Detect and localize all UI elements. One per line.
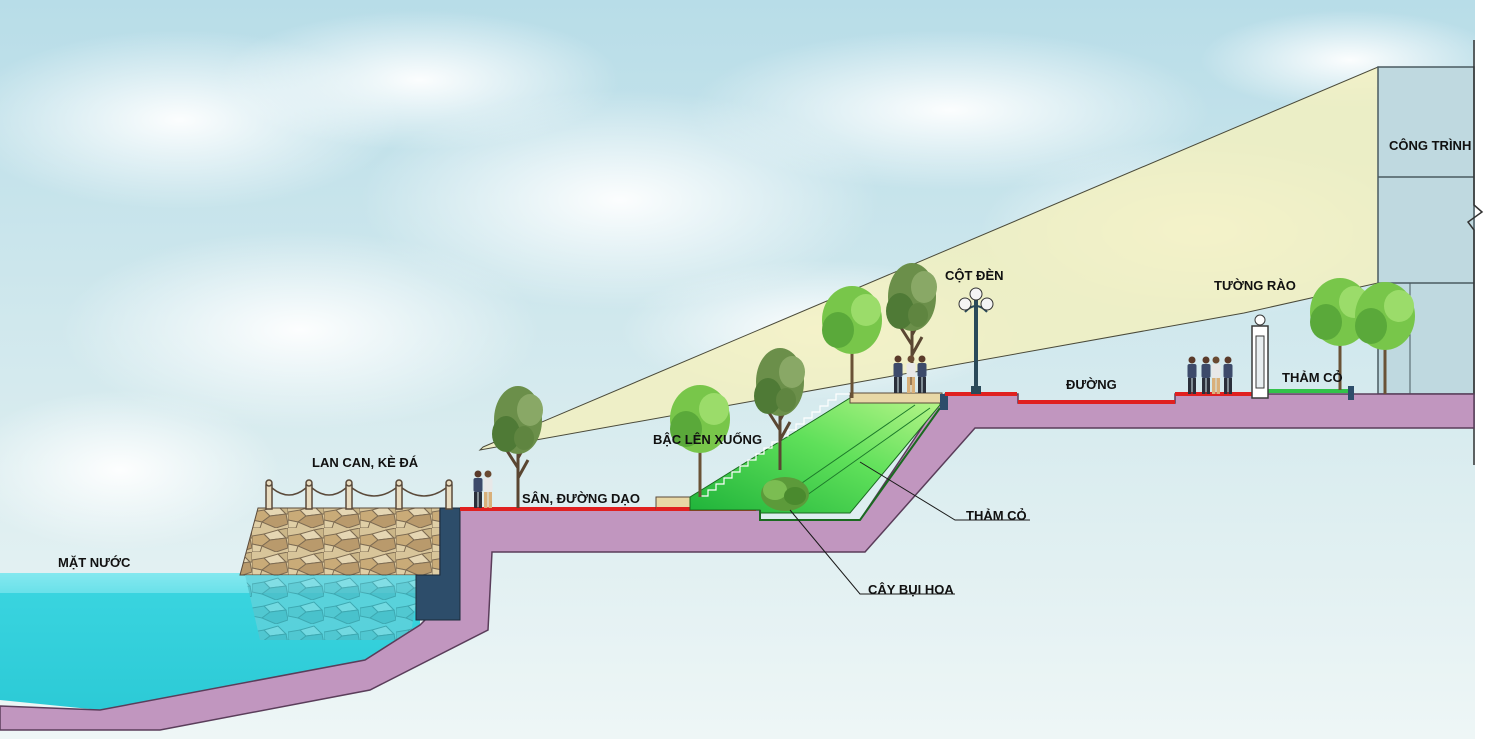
label-water: MẶT NƯỚC xyxy=(58,555,131,570)
label-road: ĐƯỜNG xyxy=(1066,377,1117,392)
street-lamp-icon xyxy=(958,287,994,394)
label-lamp-post: CỘT ĐÈN xyxy=(945,268,1004,283)
label-plaza-walkway: SÂN, ĐƯỜNG DẠO xyxy=(522,491,640,506)
label-fence: TƯỜNG RÀO xyxy=(1214,278,1296,293)
label-stairs: BẬC LÊN XUỐNG xyxy=(653,432,762,447)
stairs xyxy=(700,393,850,497)
sightline-wedge xyxy=(478,66,1379,451)
leader-lines xyxy=(789,461,1030,595)
label-railing-embankment: LAN CAN, KÈ ĐÁ xyxy=(312,455,419,470)
label-lawn-slope: THẢM CỎ xyxy=(966,508,1027,523)
slope-lawn xyxy=(689,392,948,521)
label-building: CÔNG TRÌNH xyxy=(1389,138,1471,153)
railing xyxy=(265,479,453,510)
walkway-paving xyxy=(460,507,656,511)
stone-embankment xyxy=(239,507,441,640)
label-lawn-right: THẢM CỎ xyxy=(1282,370,1343,385)
label-flower-shrub: CÂY BỤI HOA xyxy=(868,582,954,597)
right-lawn-strip xyxy=(1268,389,1350,393)
fence-post-icon xyxy=(1251,314,1269,399)
shrub-icon xyxy=(761,477,809,511)
